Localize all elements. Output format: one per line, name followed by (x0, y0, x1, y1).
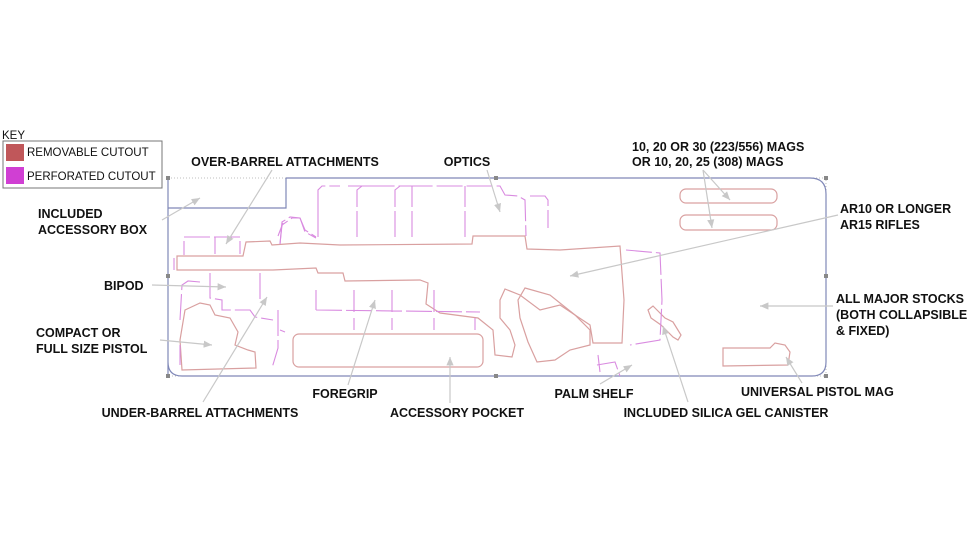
accessory-pocket-cutout (292, 333, 484, 368)
grip-cutout (517, 287, 591, 363)
removable-swatch (6, 144, 24, 161)
label-silica: INCLUDED SILICA GEL CANISTER (624, 406, 829, 420)
key-box (2, 140, 163, 189)
label-stocks-1: ALL MAJOR STOCKS (836, 292, 964, 306)
label-pistol-mag: UNIVERSAL PISTOL MAG (741, 385, 894, 399)
pistol-mag-cutout (722, 342, 791, 367)
label-pistol-2: FULL SIZE PISTOL (36, 342, 148, 356)
label-optics: OPTICS (444, 155, 491, 169)
perforated-swatch (6, 167, 24, 184)
label-stocks-2: (BOTH COLLAPSIBLE (836, 308, 967, 322)
accessory-box-outline (168, 178, 287, 209)
callout-arrows (151, 169, 839, 403)
key-perforated: PERFORATED CUTOUT (27, 171, 156, 183)
label-accessory-box-2: ACCESSORY BOX (38, 223, 148, 237)
label-stocks-3: & FIXED) (836, 324, 889, 338)
label-accessory-box-1: INCLUDED (38, 207, 103, 221)
label-mags-1: 10, 20 OR 30 (223/556) MAGS (632, 140, 804, 154)
label-over-barrel: OVER-BARREL ATTACHMENTS (191, 155, 379, 169)
rifle-cutout (176, 235, 625, 358)
key-title: KEY (2, 130, 25, 142)
key-removable: REMOVABLE CUTOUT (27, 147, 149, 159)
label-pistol-1: COMPACT OR (36, 326, 121, 340)
case-outline (166, 176, 828, 378)
label-foregrip: FOREGRIP (312, 387, 377, 401)
label-bipod: BIPOD (104, 279, 144, 293)
label-accessory-pocket: ACCESSORY POCKET (390, 406, 524, 420)
label-under-barrel: UNDER-BARREL ATTACHMENTS (102, 406, 299, 420)
mag-slot-2 (679, 214, 778, 231)
silica-canister-cutout (647, 305, 682, 341)
label-rifles-1: AR10 OR LONGER (840, 202, 951, 216)
mag-slot-1 (679, 188, 778, 204)
pistol-cutout (179, 302, 257, 371)
label-mags-2: OR 10, 20, 25 (308) MAGS (632, 155, 783, 169)
label-palm-shelf: PALM SHELF (555, 387, 634, 401)
label-rifles-2: AR15 RIFLES (840, 218, 920, 232)
perforated-cutouts (173, 185, 663, 377)
